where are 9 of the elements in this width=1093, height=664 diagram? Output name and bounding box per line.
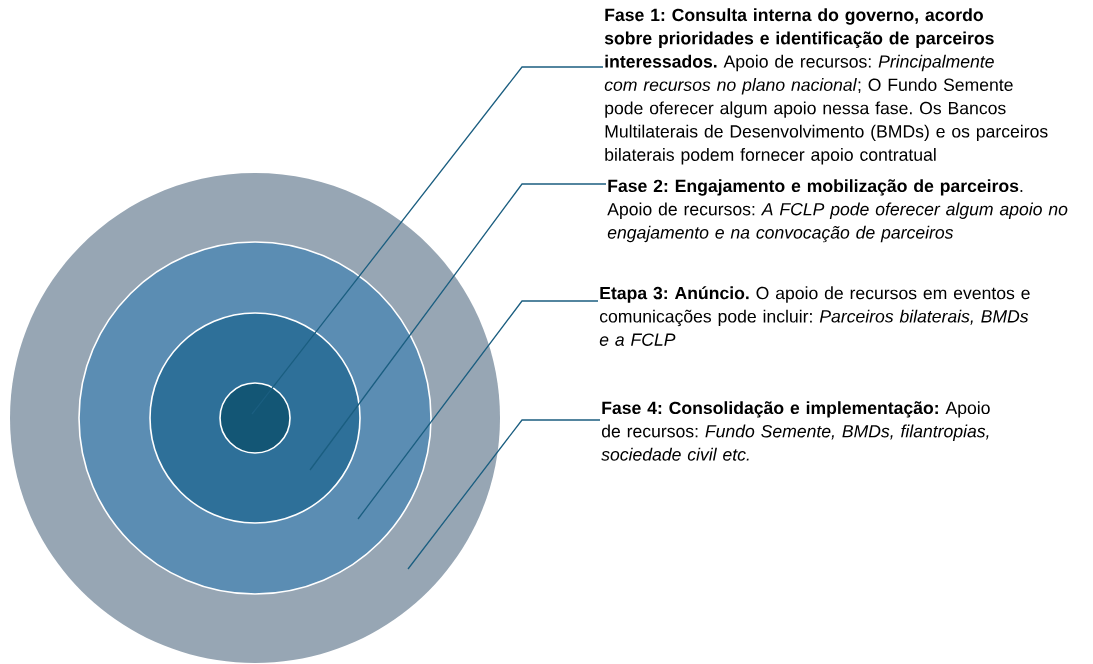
leader-line	[357, 300, 599, 520]
leader-line	[407, 419, 601, 570]
phase-description: Fase 4: Consolidação e implementação: Apoio de recursos: Fundo Semente, BMDs, filantropias, sociedade civil etc.	[601, 401, 990, 461]
leader-line	[251, 66, 604, 415]
phase-description: Etapa 3: Anúncio. O apoio de recursos em eventos e comunicações pode incluir: Parceiros bilaterais, BMDs e a FCLP	[599, 286, 1030, 346]
center-circle	[219, 382, 291, 454]
phase-description: Fase 1: Consulta interna do governo, acordo sobre prioridades e identificação de parceiros interessados. Apoio de recursos: Principalmente com recursos no plano nacional; O Fundo Semente pode oferecer algum apoio nessa fase. Os Bancos Multilaterais de Desenvolvimento (BMDs) e os parceiros bilaterais podem fornecer apoio contratual	[604, 8, 1048, 165]
phase-description: Fase 2: Engajamento e mobilização de parceiros. Apoio de recursos: A FCLP pode oferecer algum apoio no engajamento e na convocação de parceiros	[607, 179, 1068, 243]
leader-line	[309, 183, 607, 471]
